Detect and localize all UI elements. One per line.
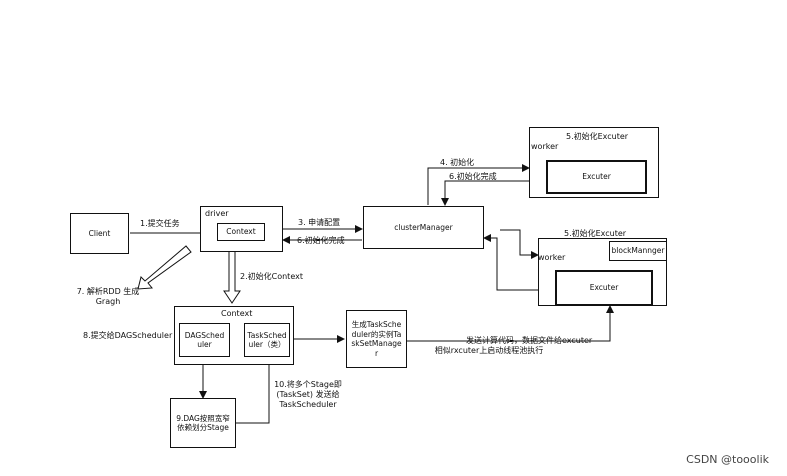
worker2-blockmanager-box: blockMannger bbox=[609, 241, 667, 261]
arrow-worker2-cluster bbox=[483, 234, 538, 291]
worker1-label: worker bbox=[531, 142, 559, 151]
worker2-blockmanager-label: blockMannger bbox=[611, 246, 665, 256]
cluster-manager-label: clusterManager bbox=[394, 222, 453, 232]
driver-context-box: Context bbox=[217, 223, 265, 241]
worker1-excuter-box: Excuter bbox=[546, 160, 647, 194]
task-scheduler-box: TaskScheduler（类） bbox=[244, 323, 290, 357]
arrow-init-complete-worker bbox=[441, 180, 529, 206]
watermark: CSDN @tooolik bbox=[686, 453, 769, 466]
edge-label-send-code-1: 发送计算代码，数据文件给excuter bbox=[466, 336, 593, 345]
cluster-manager-box: clusterManager bbox=[363, 206, 484, 249]
arrow-init-context bbox=[223, 249, 241, 304]
driver-title: driver bbox=[205, 209, 229, 218]
edge-label-init-context: 2.初始化Context bbox=[240, 272, 303, 281]
worker2-excuter-box: Excuter bbox=[555, 270, 653, 306]
arrow-parse-rdd bbox=[137, 245, 192, 290]
worker1-excuter-label: Excuter bbox=[582, 172, 611, 182]
context-title: Context bbox=[221, 309, 253, 318]
taskset-manager-box: 生成TaskScheduler的实例TaskSetManager bbox=[346, 310, 407, 368]
dag-stage-label: 9.DAG按照宽窄依赖划分Stage bbox=[176, 413, 230, 433]
dag-stage-box: 9.DAG按照宽窄依赖划分Stage bbox=[170, 398, 236, 448]
worker1-box: 5.初始化Excuter worker Excuter bbox=[529, 127, 659, 198]
dag-scheduler-box: DAGScheduler bbox=[179, 323, 230, 357]
worker2-title: 5.初始化Excuter bbox=[564, 229, 627, 238]
arrow-stage-taskscheduler bbox=[236, 355, 273, 424]
edge-label-submit-task: 1.提交任务 bbox=[140, 219, 180, 228]
edge-label-parse-rdd: 7. 解析RDD 生成Gragh bbox=[76, 287, 140, 306]
worker2-box: 5.初始化Excuter worker blockMannger Excuter bbox=[538, 229, 667, 306]
driver-box: driver Context bbox=[200, 206, 283, 252]
edge-label-apply-config: 3. 申请配置 bbox=[298, 218, 341, 227]
task-scheduler-label: TaskScheduler（类） bbox=[247, 330, 287, 350]
edge-label-send-stage: 10.将多个Stage即(TaskSet) 发送给TaskScheduler bbox=[274, 380, 342, 409]
edge-label-submit-dag: 8.提交给DAGScheduler bbox=[83, 331, 173, 340]
driver-context-label: Context bbox=[226, 227, 256, 237]
edge-label-init-worker: 4. 初始化 bbox=[440, 158, 475, 167]
edge-label-send-code-2: 相似rxcuter上启动线程池执行 bbox=[434, 346, 544, 355]
worker2-label: worker bbox=[538, 253, 566, 262]
worker2-excuter-label: Excuter bbox=[589, 283, 619, 293]
client-label: Client bbox=[88, 228, 111, 238]
edge-label-init-complete-driver: 6.初始化完成 bbox=[297, 236, 345, 245]
worker1-title: 5.初始化Excuter bbox=[566, 132, 629, 141]
edge-label-init-complete-worker: 6.初始化完成 bbox=[449, 172, 497, 181]
client-box: Client bbox=[70, 213, 129, 254]
taskset-manager-label: 生成TaskScheduler的实例TaskSetManager bbox=[351, 320, 402, 358]
dag-scheduler-label: DAGScheduler bbox=[184, 330, 225, 350]
arrow-cluster-worker2 bbox=[500, 229, 539, 259]
context-box: Context DAGScheduler TaskScheduler（类） bbox=[174, 306, 294, 365]
